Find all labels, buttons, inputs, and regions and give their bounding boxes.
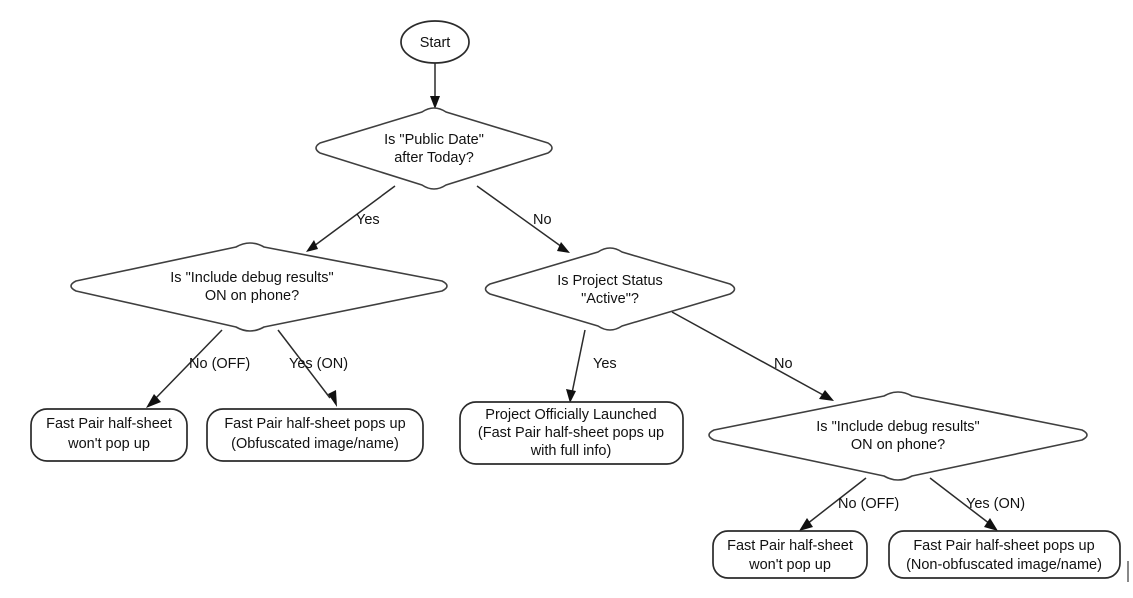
edge-label-debug-right-no: No (OFF) — [838, 496, 899, 512]
edge-public-date-yes: Yes — [306, 185, 396, 252]
arrowhead-icon — [430, 96, 440, 109]
arrowhead-icon — [566, 389, 576, 403]
edge-label-debug-left-no: No (OFF) — [189, 356, 250, 372]
decision-project-status-line1: Is Project Status — [557, 273, 663, 289]
decision-debug-left-diamond[interactable] — [70, 242, 448, 332]
decision-public-date-diamond[interactable] — [315, 107, 553, 190]
decision-debug-right-diamond[interactable] — [708, 391, 1088, 481]
node-result-left-yes[interactable]: Fast Pair half-sheet pops up (Obfuscated… — [206, 408, 424, 462]
edge-line — [571, 329, 586, 394]
edge-label-debug-left-yes: Yes (ON) — [289, 356, 348, 372]
arrowhead-icon — [557, 242, 570, 253]
edge-project-status-no: No — [671, 311, 834, 401]
edge-project-status-yes: Yes — [566, 329, 617, 403]
result-right-no-line1: Fast Pair half-sheet — [727, 538, 853, 554]
decision-project-status-diamond[interactable] — [484, 247, 736, 331]
result-left-yes-box[interactable] — [206, 408, 424, 462]
edge-debug-left-no: No (OFF) — [146, 329, 250, 408]
result-left-no-line2: won't pop up — [67, 436, 150, 452]
arrowhead-icon — [984, 518, 998, 531]
node-result-launched[interactable]: Project Officially Launched (Fast Pair h… — [459, 401, 684, 465]
decision-public-date-line2: after Today? — [394, 150, 474, 166]
arrowhead-icon — [146, 394, 161, 408]
arrowhead-icon — [328, 390, 337, 407]
arrowhead-icon — [819, 390, 834, 401]
node-decision-debug-left[interactable]: Is "Include debug results" ON on phone? — [70, 242, 448, 332]
result-left-yes-line2: (Obfuscated image/name) — [231, 436, 399, 452]
result-left-no-line1: Fast Pair half-sheet — [46, 416, 172, 432]
node-decision-public-date[interactable]: Is "Public Date" after Today? — [315, 107, 553, 190]
result-left-no-box[interactable] — [30, 408, 188, 462]
arrowhead-icon — [799, 518, 813, 531]
node-start[interactable]: Start — [400, 20, 470, 64]
arrowhead-icon — [306, 240, 318, 252]
result-launched-line1: Project Officially Launched — [485, 407, 656, 423]
result-right-yes-line2: (Non-obfuscated image/name) — [906, 557, 1102, 573]
result-launched-box[interactable] — [459, 401, 684, 465]
result-right-yes-line1: Fast Pair half-sheet pops up — [913, 538, 1094, 554]
start-label: Start — [420, 35, 451, 51]
decision-debug-right-line2: ON on phone? — [851, 437, 945, 453]
node-result-right-no[interactable]: Fast Pair half-sheet won't pop up — [712, 530, 868, 579]
edge-debug-right-yes: Yes (ON) — [929, 477, 1025, 531]
edge-line — [671, 311, 826, 397]
edge-debug-right-no: No (OFF) — [799, 477, 899, 531]
edge-line — [476, 185, 563, 248]
node-result-right-yes[interactable]: Fast Pair half-sheet pops up (Non-obfusc… — [888, 530, 1121, 579]
edge-label-project-status-yes: Yes — [593, 356, 617, 372]
edge-label-public-date-no: No — [533, 212, 552, 228]
edge-label-project-status-no: No — [774, 356, 793, 372]
node-decision-debug-right[interactable]: Is "Include debug results" ON on phone? — [708, 391, 1088, 481]
result-left-yes-line1: Fast Pair half-sheet pops up — [224, 416, 405, 432]
decision-debug-left-line1: Is "Include debug results" — [170, 270, 333, 286]
edge-line — [153, 329, 223, 401]
node-decision-project-status[interactable]: Is Project Status "Active"? — [484, 247, 736, 331]
result-right-no-line2: won't pop up — [748, 557, 831, 573]
decision-debug-left-line2: ON on phone? — [205, 288, 299, 304]
decision-project-status-line2: "Active"? — [581, 291, 639, 307]
edge-line — [929, 477, 991, 525]
edge-debug-left-yes: Yes (ON) — [277, 329, 348, 407]
start-ellipse[interactable] — [400, 20, 470, 64]
edge-label-public-date-yes: Yes — [356, 212, 380, 228]
edge-start-to-public-date — [430, 63, 440, 109]
edge-label-debug-right-yes: Yes (ON) — [966, 496, 1025, 512]
decision-public-date-line1: Is "Public Date" — [384, 132, 484, 148]
result-right-yes-box[interactable] — [888, 530, 1121, 579]
result-launched-line3: with full info) — [530, 443, 612, 459]
result-right-no-box[interactable] — [712, 530, 868, 579]
result-launched-line2: (Fast Pair half-sheet pops up — [478, 425, 664, 441]
edge-line — [277, 329, 331, 399]
node-result-left-no[interactable]: Fast Pair half-sheet won't pop up — [30, 408, 188, 462]
edge-line — [313, 185, 396, 247]
decision-debug-right-line1: Is "Include debug results" — [816, 419, 979, 435]
edge-line — [806, 477, 867, 525]
edge-public-date-no: No — [476, 185, 570, 253]
